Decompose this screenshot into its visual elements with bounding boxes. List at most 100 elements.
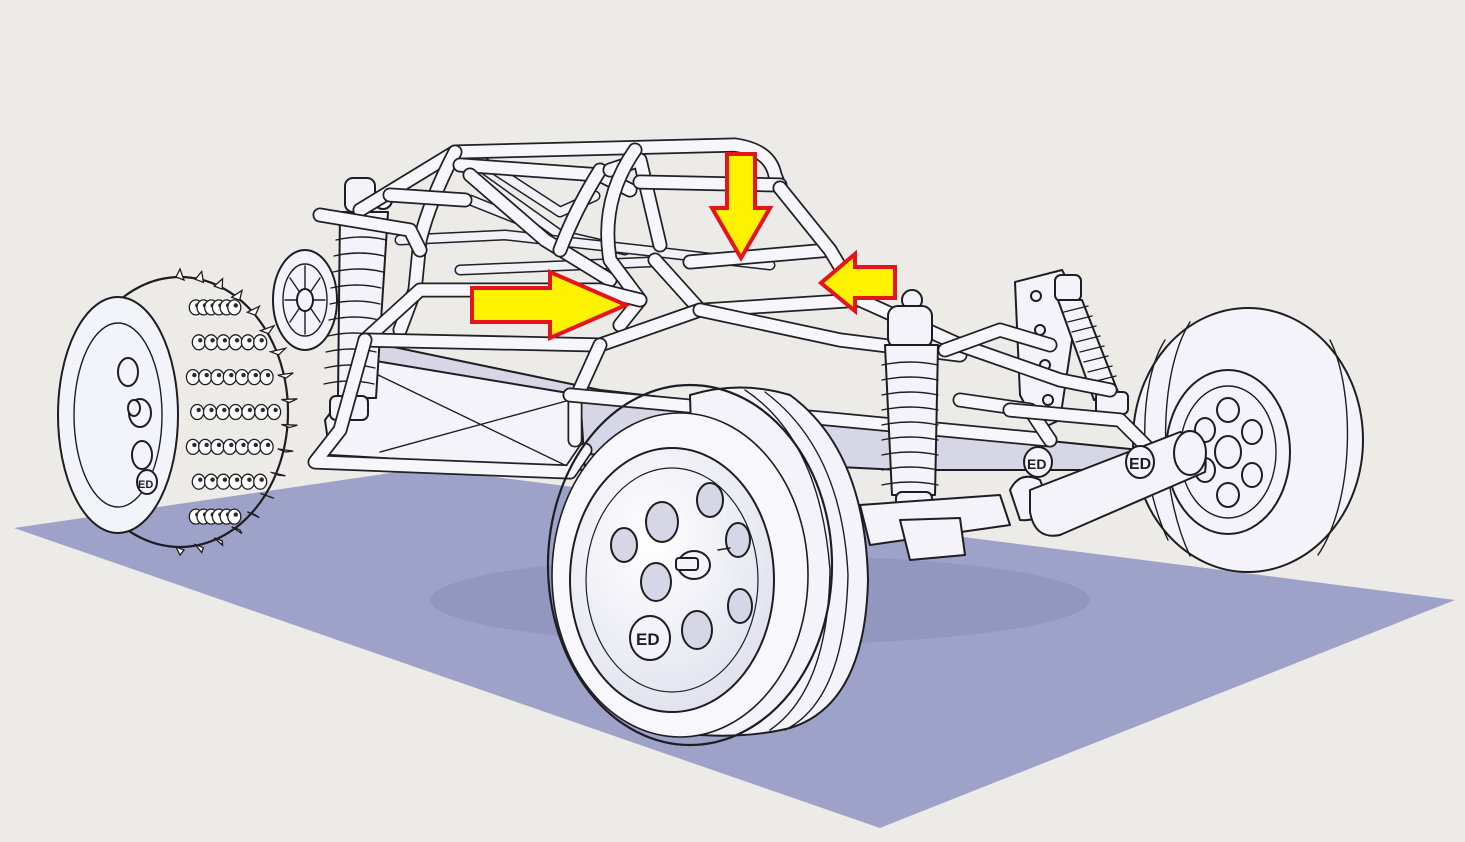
- tire-edge-spike: [175, 267, 186, 282]
- rear-right-wheel: [1132, 307, 1364, 573]
- tire-spike: [216, 473, 231, 490]
- tire-spike-tip: [247, 407, 253, 413]
- tire-spike: [240, 473, 256, 490]
- tire-edge-spike: [277, 372, 294, 379]
- exhaust-logo: ED: [1129, 456, 1151, 473]
- tire-spike-tip: [210, 477, 215, 482]
- front-left-wheel: ED: [546, 383, 869, 747]
- tire-spike: [222, 438, 237, 456]
- tire-spike: [253, 473, 268, 490]
- tire-spike: [203, 334, 219, 351]
- tire-spike-tip: [222, 338, 228, 343]
- tire-spike: [216, 334, 231, 351]
- tire-spike: [259, 368, 274, 386]
- tire-spike-tip: [204, 442, 209, 448]
- tire-spike-tip: [216, 372, 222, 378]
- tire-spike-tip: [260, 407, 265, 413]
- tire-spike-tip: [209, 407, 214, 413]
- tire-edge-spike: [193, 543, 205, 554]
- tire-edge-spike: [247, 511, 260, 519]
- rear-left-spiked-wheel: ED: [57, 267, 298, 557]
- tire-spike: [198, 368, 213, 386]
- exhaust-pipe: ED ED: [1023, 430, 1207, 537]
- tire-spike: [228, 473, 243, 490]
- tire-spike-tip: [265, 442, 271, 448]
- gearbox: [272, 249, 338, 351]
- chassis-logo: ED: [1027, 456, 1046, 472]
- tire-spike-tip: [229, 372, 234, 378]
- front-hub-holes: [610, 482, 753, 650]
- tire-spike-tip: [253, 442, 258, 448]
- tire-spike: [210, 438, 225, 456]
- tire-spike: [247, 438, 262, 456]
- tire-spike-tip: [192, 372, 197, 378]
- tire-edge-spike: [230, 288, 244, 302]
- tire-spike: [228, 403, 243, 421]
- tire-spike-tip: [196, 407, 201, 413]
- tire-edge-spike: [258, 324, 276, 335]
- tire-spike-tip: [241, 372, 246, 378]
- tire-spike: [185, 368, 201, 386]
- tire-spike: [202, 403, 218, 421]
- tire-spike-tip: [192, 442, 197, 448]
- tire-edge-spike: [260, 492, 275, 499]
- tire-edge-spike: [281, 398, 298, 404]
- front-suspension: [859, 475, 1051, 561]
- tire-spike-tip: [234, 338, 240, 343]
- tire-spike: [259, 438, 274, 456]
- tire-spike-tip: [259, 338, 264, 343]
- arrow-left-icon: [817, 249, 897, 316]
- tire-spike-tip: [210, 338, 215, 343]
- tire-spike-tip: [259, 477, 264, 482]
- tire-spike-tip: [273, 407, 278, 413]
- front-hub-logo: ED: [636, 630, 660, 649]
- tire-spike: [191, 473, 206, 490]
- rear-hub-logo: ED: [138, 479, 153, 491]
- tire-spike: [247, 368, 262, 386]
- tire-edge-spike: [277, 448, 294, 453]
- tire-edge-spike: [174, 545, 186, 557]
- tire-spike-tip: [234, 407, 240, 413]
- tire-spike: [185, 438, 201, 456]
- tire-spike-tip: [247, 477, 252, 482]
- arrow-right-icon: [470, 268, 632, 342]
- tire-edge-spike: [268, 347, 288, 356]
- callout-arrows: [470, 152, 897, 342]
- tire-spike-tip: [204, 372, 209, 378]
- rear-right-shock: [1054, 274, 1129, 415]
- tire-spike: [227, 508, 242, 525]
- arrow-down-icon: [708, 152, 774, 262]
- tire-spike-tip: [247, 338, 252, 343]
- tire-spike: [234, 438, 250, 456]
- tire-spike: [203, 473, 219, 490]
- front-shock: [881, 289, 939, 513]
- tire-edge-spike: [213, 537, 224, 547]
- tire-spike: [210, 368, 225, 386]
- tire-edge-spike: [231, 526, 243, 535]
- tire-edge-spike: [270, 471, 286, 477]
- tire-spike-tip: [222, 477, 228, 482]
- tire-edge-spike: [212, 277, 224, 291]
- tire-spike: [227, 299, 242, 316]
- tire-spike: [190, 403, 205, 421]
- tire-spike: [266, 403, 282, 421]
- tire-spike: [215, 403, 230, 421]
- tire-spike-tip: [233, 512, 238, 517]
- tire-spike: [254, 403, 269, 421]
- tire-spike: [191, 334, 206, 351]
- tire-spike: [253, 334, 268, 351]
- tire-edge-spike: [245, 304, 261, 317]
- tire-spike-tip: [265, 372, 271, 378]
- tire-spike-tip: [234, 477, 240, 482]
- tire-spikes: [174, 267, 298, 557]
- tire-spike-tip: [222, 407, 227, 413]
- tire-spike-tip: [233, 303, 238, 308]
- tire-spike-tip: [198, 477, 203, 482]
- tire-edge-spike: [194, 269, 205, 284]
- tire-spike: [240, 334, 256, 351]
- tire-spike-tip: [253, 372, 258, 378]
- tire-spike: [241, 403, 256, 421]
- tire-edge-spike: [281, 423, 298, 429]
- tire-spike-tip: [216, 442, 222, 448]
